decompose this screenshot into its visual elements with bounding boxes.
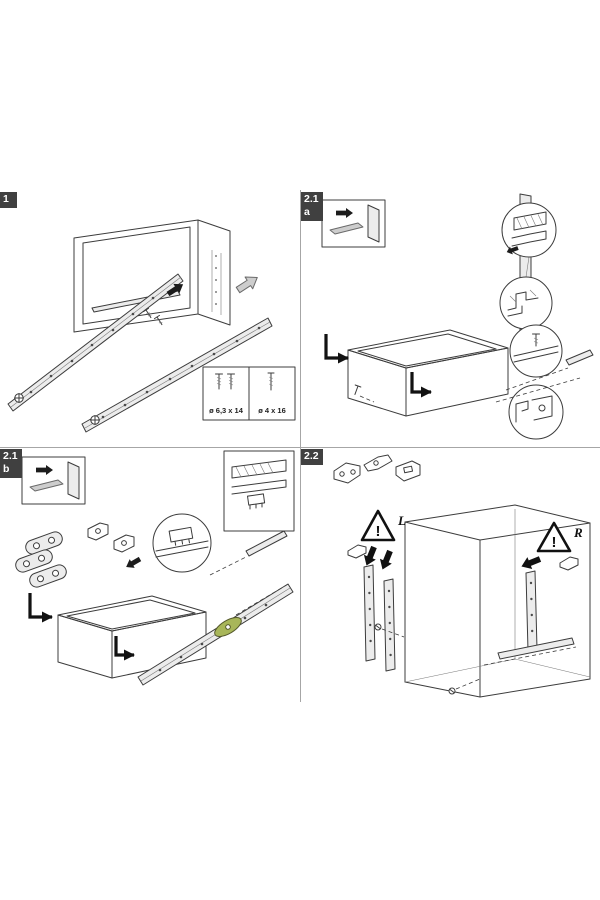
place-arrow-icon	[324, 334, 349, 364]
front-fix-screw-icon	[354, 384, 362, 395]
place-arrow-icon	[410, 372, 432, 398]
detail-circle-screw	[509, 324, 563, 378]
system-holes	[215, 255, 217, 305]
detail-circle-bottom	[499, 276, 553, 330]
step-number: 1	[3, 193, 9, 205]
step-variant: b	[3, 463, 10, 476]
point-arrow-icon	[521, 556, 542, 570]
runner-right-wall	[525, 570, 538, 652]
panel-step-21b: 2.1 b	[0, 447, 300, 702]
mounting-screws	[142, 307, 163, 326]
screw-leader	[381, 628, 405, 638]
insert-direction-arrow-icon	[166, 283, 184, 297]
warning-triangle-icon	[360, 509, 396, 542]
screw-icon	[448, 687, 456, 695]
panel-label-22: 2.2	[301, 449, 323, 466]
panel-label-21a: 2.1 a	[301, 192, 323, 222]
inset-slide-in	[321, 199, 386, 248]
screw-spec-label-a: ø 6,3 x 14	[209, 406, 244, 415]
runner-holes	[101, 326, 261, 419]
panel-label-21b: 2.1 b	[0, 449, 22, 479]
screw-63x14-icon	[215, 373, 235, 390]
detail-circle-profile	[508, 384, 564, 440]
bracket-glyph	[559, 556, 579, 571]
panel-label-1: 1	[0, 192, 17, 209]
screw-icon	[532, 333, 540, 347]
step-number: 2.1	[304, 193, 319, 205]
step-number: 2.2	[304, 450, 319, 462]
right-side-label: R	[573, 525, 583, 540]
step-variant: a	[304, 206, 310, 219]
runner-piece	[329, 222, 364, 235]
runner-bottom	[483, 637, 577, 666]
screw-spec-table: ø 6,3 x 14 ø 4 x 16	[202, 366, 296, 421]
warning-exclamation: !	[552, 534, 557, 551]
runner-sketch	[565, 349, 594, 366]
runner-holes	[158, 603, 268, 672]
cover-cap-parts	[15, 531, 67, 588]
divider-vertical	[300, 190, 301, 702]
cabinet-carcass	[73, 219, 231, 333]
runner-sketch	[245, 530, 288, 557]
screw-leader	[455, 678, 481, 690]
drawer-runner-left	[7, 273, 184, 412]
slide-arrow-icon	[336, 208, 353, 218]
locator-cross-icon	[14, 393, 24, 403]
bracket-parts-row	[333, 454, 421, 484]
clip-arrow-icon	[506, 246, 519, 255]
drawer-runner-right	[81, 317, 273, 433]
drawer-runner	[137, 583, 294, 686]
left-side-label: L	[397, 513, 406, 528]
instruction-grid: ø 6,3 x 14 ø 4 x 16 1	[0, 190, 600, 702]
alignment-dashes	[495, 349, 594, 403]
panel-edge	[367, 204, 380, 243]
warning-right: ! R	[521, 521, 583, 571]
detail-circle-top	[501, 202, 557, 258]
warning-exclamation: !	[376, 523, 381, 540]
place-arrow-icon	[114, 636, 135, 661]
step1-illustration: ø 6,3 x 14 ø 4 x 16	[7, 219, 296, 433]
runner-left-vertical	[363, 564, 376, 662]
screw-leader	[359, 395, 375, 403]
runner-piece	[29, 479, 64, 492]
step-number: 2.1	[3, 450, 18, 462]
panel-edge	[67, 461, 80, 500]
step21a-illustration	[321, 193, 594, 440]
slide-arrow-icon	[36, 465, 53, 475]
runner-holes	[29, 296, 155, 394]
screw-icon	[153, 314, 163, 326]
insert-direction-arrow-ghost-icon	[235, 276, 258, 294]
point-arrow-icon	[379, 549, 393, 570]
step22-illustration: ! L ! R	[333, 454, 591, 698]
screw-spec-label-b: ø 4 x 16	[258, 406, 286, 415]
drawer-box	[57, 595, 207, 679]
panel-step-21a: 2.1 a	[300, 190, 600, 447]
divider-horizontal	[0, 447, 600, 448]
clip-parts	[87, 522, 142, 568]
warning-left: ! L	[347, 509, 406, 570]
attach-arrow-icon	[126, 556, 142, 568]
cabinet-carcass	[404, 504, 591, 698]
place-arrow-icon	[28, 593, 53, 623]
panel-step-1: ø 6,3 x 14 ø 4 x 16 1	[0, 190, 300, 447]
bracket-glyph	[347, 544, 367, 559]
alignment-gauge-green	[214, 616, 242, 638]
inset-section-detail	[223, 450, 295, 532]
alignment-dashes	[209, 530, 291, 616]
warning-triangle-icon	[536, 521, 572, 553]
locator-cross-icon	[90, 415, 100, 425]
drawer-box	[347, 329, 509, 417]
panel-step-22: ! L ! R	[300, 447, 600, 702]
step21b-illustration	[15, 450, 295, 686]
inset-slide-in	[21, 456, 86, 505]
screw-4x16-icon	[267, 372, 275, 391]
clip-detail	[247, 493, 266, 510]
point-arrow-icon	[363, 545, 377, 566]
screw-icon	[374, 623, 382, 631]
runner-left-vertical-2	[383, 578, 396, 672]
detail-circle-clip	[152, 513, 212, 573]
screw-icon	[142, 307, 152, 319]
